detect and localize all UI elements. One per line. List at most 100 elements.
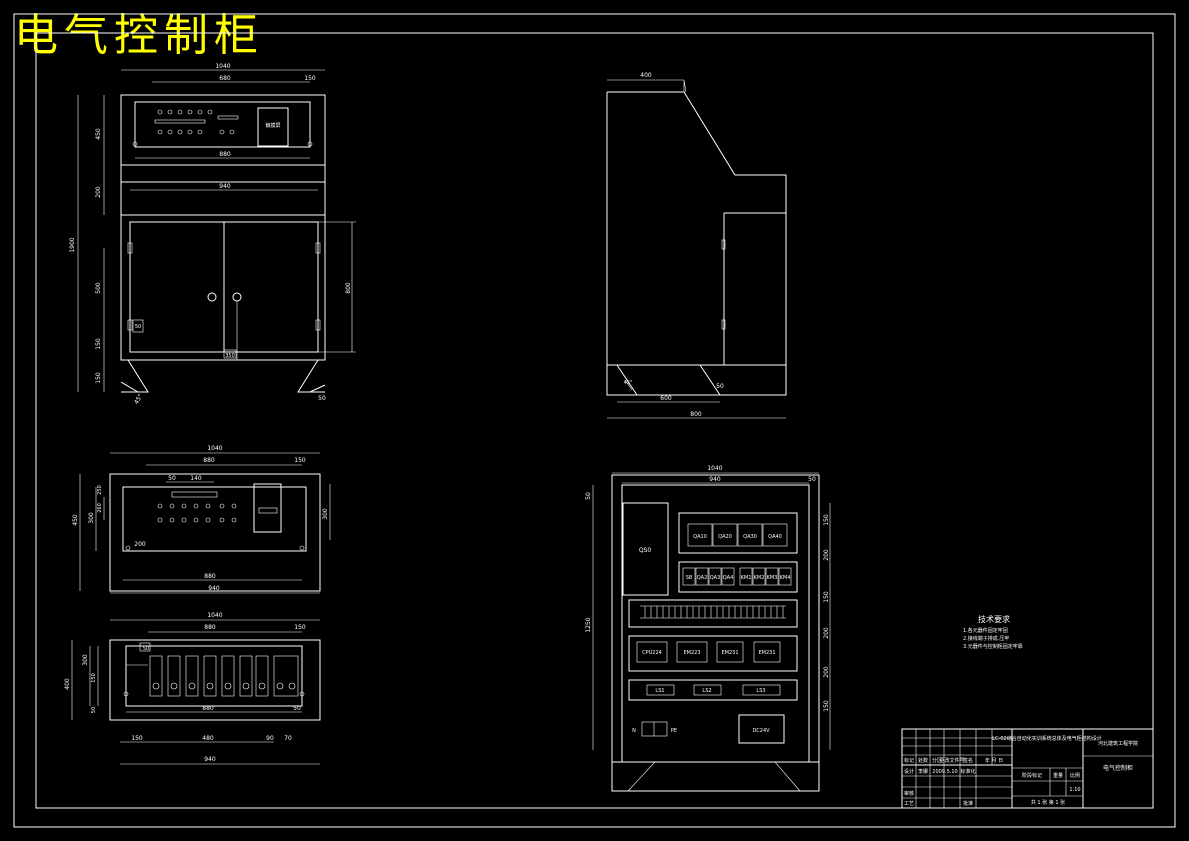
dim-bottom-r2: 70: [284, 735, 292, 742]
dim-internal-inner: 940: [709, 476, 721, 483]
dim-front-upper-height: 450: [95, 128, 102, 140]
tb-r3-c0: 工艺: [904, 801, 914, 807]
tb-r1-c0: 设计: [904, 768, 914, 775]
contactor-label-2: QA2: [697, 575, 708, 581]
terminal-strip: [628, 599, 798, 628]
dim-front-lower-base: 150: [95, 338, 102, 350]
dim-bottom-right: 150: [294, 624, 306, 631]
tech-note-3: 3.元器件与控制柜固定牢靠: [963, 643, 1023, 650]
touch-screen: [257, 107, 289, 147]
dim-front-overall-width: 1040: [215, 63, 230, 70]
dim-side-angle: 45°: [624, 380, 633, 386]
contactor-label-6: KM2: [754, 575, 765, 581]
dim-panel-h3: 260: [97, 503, 103, 513]
dim-panel-offset: 200: [134, 541, 146, 548]
dim-bottom-r1: 90: [266, 735, 274, 742]
title-block-project: LC-02综合自动化实训系统总体及电气柜结构设计: [992, 735, 1101, 742]
dim-bottom-center: 480: [202, 735, 214, 742]
dim-internal-r3: 150: [823, 591, 830, 603]
dim-panel-h2: 300: [88, 512, 95, 524]
breaker-row: [678, 512, 798, 554]
tb-r3-c3: 批准: [963, 800, 973, 807]
tb-r0-c4: 签名: [963, 757, 973, 764]
inner-border: [35, 32, 1154, 809]
dim-front-door-height: 800: [345, 282, 352, 294]
dim-front-cabinet-label: 350: [225, 353, 235, 359]
title-block-school: 河北建筑工程学院: [1098, 740, 1138, 747]
dim-front-foot-height: 150: [95, 372, 102, 384]
small-box-row: [628, 679, 798, 701]
internal-mount-plate: [621, 484, 810, 763]
title-block-drawing-name: 电气控制柜: [1103, 764, 1133, 772]
plc-label-1: CPU224: [642, 650, 662, 656]
small-box-label-2: LS2: [702, 688, 711, 694]
dim-panel-v1: 250: [97, 485, 103, 495]
dim-internal-r5: 200: [823, 666, 830, 678]
tb-r0-c5: 年 月 日: [985, 757, 1003, 764]
front-foot-left: [120, 359, 149, 393]
dim-front-handle-label: 50: [135, 324, 141, 330]
plc-row: [628, 635, 798, 672]
internal-view: QS0 QA10 QA20 QA30 QA40 SB QA2 QA3 QA4 K…: [585, 465, 831, 792]
dim-panel-bottom-a: 880: [204, 573, 216, 580]
contactor-label-8: KM4: [780, 575, 791, 581]
dim-bottom-side: 50: [293, 705, 301, 712]
contactor-label-5: KM1: [741, 575, 752, 581]
panel-button-row: [157, 491, 237, 523]
plc-label-2: EM223: [683, 650, 700, 656]
dim-bottom-h-c: 50: [91, 707, 97, 713]
dim-internal-r6: 150: [823, 700, 830, 712]
side-outline: [606, 91, 787, 396]
dim-side-base-depth: 600: [660, 395, 672, 402]
dim-panel-side: 300: [322, 508, 329, 520]
dim-bottom-h-a: 300: [82, 654, 89, 666]
plc-label-3: EM231: [721, 650, 738, 656]
internal-left-small: N: [632, 728, 636, 734]
dim-bottom-inner-2: 880: [202, 705, 214, 712]
contactor-label-1: SB: [686, 575, 693, 581]
door-lock-left: [207, 292, 217, 302]
qs-label: QS0: [639, 547, 652, 554]
tech-note-2: 2.接线端子排成.压牢: [963, 635, 1009, 642]
front-console-panel: [134, 101, 311, 148]
tb-r1-c3: 标准化: [960, 768, 975, 775]
front-door-right: [223, 221, 319, 353]
plc-label-4: EM231: [758, 650, 775, 656]
contactor-label-7: KM3: [767, 575, 778, 581]
dim-front-inner-width: 880: [219, 151, 231, 158]
dim-internal-r1: 150: [823, 514, 830, 526]
title-block: LC-02综合自动化实训系统总体及电气柜结构设计 河北建筑工程学院 电气控制柜 …: [901, 728, 1154, 809]
dim-panel-left-gap: 50: [168, 475, 176, 482]
dim-bottom-bottom: 940: [204, 756, 216, 763]
title-block-weight-label: 重量: [1053, 772, 1063, 779]
touch-screen-label: 触摸屏: [265, 122, 280, 129]
dim-front-panel-width: 680: [219, 75, 231, 82]
bottom-switch-row: [149, 655, 299, 697]
breaker-label-2: QA20: [718, 534, 732, 540]
panel-view: 1040 880 150 50 140 200 880 940 450 300 …: [72, 445, 331, 594]
dim-panel-h1: 450: [72, 514, 79, 526]
front-button-row: [154, 109, 239, 135]
bottom-panel-view: 1040 880 150 50 880 150 480 90 70 940 50…: [64, 612, 321, 765]
tb-r1-c1: 李娜: [918, 768, 928, 775]
front-foot-right: [297, 359, 326, 393]
title-block-sheet: 共 1 张 第 1 张: [1031, 799, 1065, 806]
power-supply: [738, 714, 785, 744]
dim-internal-r2: 200: [823, 549, 830, 561]
tb-r0-c0: 标记: [904, 757, 914, 764]
title-block-scale: 1:10: [1069, 787, 1080, 793]
bottom-panel-outline: [109, 639, 321, 721]
panel-inner: [122, 486, 307, 552]
contactor-row: [678, 561, 798, 593]
side-view: 400 600 800 50 45°: [606, 72, 787, 419]
title-block-scale-label: 比例: [1070, 772, 1080, 779]
terminal-ticks: [644, 606, 784, 618]
project-line-1: LC-02综合自动化实训系统总体及电气柜结构设计: [992, 735, 1101, 742]
small-box-label-3: LS3: [756, 688, 765, 694]
front-body: [120, 214, 326, 361]
dim-front-lower-section: 500: [95, 282, 102, 294]
tech-notes-heading: 技术要求: [978, 614, 1010, 624]
front-console: [120, 94, 326, 166]
breaker-label-4: QA40: [768, 534, 782, 540]
